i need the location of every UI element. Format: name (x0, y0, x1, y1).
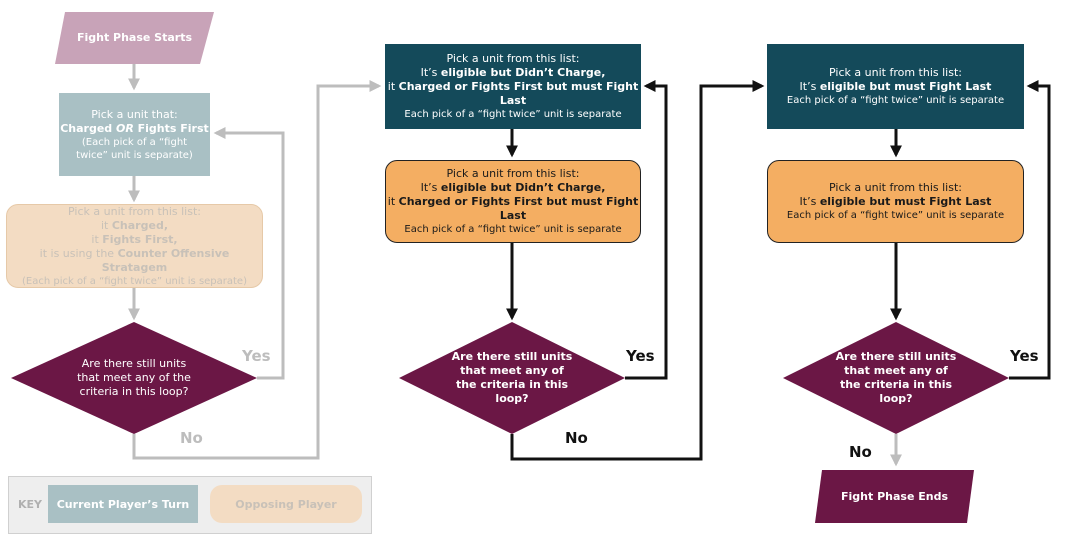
dec2-line2: that meet any of (460, 364, 564, 377)
decision-1: Are there still units that meet any of t… (40, 344, 228, 412)
opposing-player-pick-3: Pick a unit from this list: It’s eligibl… (767, 160, 1024, 243)
pick1-line4: twice” unit is separate) (76, 149, 193, 161)
opp2-line1: Pick a unit from this list: (446, 167, 580, 180)
key-title: KEY (18, 498, 43, 511)
opp2-line3: it Charged or Fights First but must Figh… (387, 195, 639, 222)
pick2-line2: It’s eligible but Didn’t Charge, (420, 66, 606, 79)
decision-3-shape (783, 322, 1009, 434)
opp3-line3: Each pick of a “fight twice” unit is sep… (786, 210, 1005, 221)
current-player-pick-3: Pick a unit from this list: It’s eligibl… (767, 44, 1024, 129)
opp3-line1: Pick a unit from this list: (829, 181, 962, 194)
decision-1-shape (11, 322, 257, 434)
dec1-line1: Are there still units (81, 357, 187, 370)
yes-label-3: Yes (1010, 347, 1039, 365)
start-shape (55, 12, 214, 64)
pick2-line1: Pick a unit from this list: (446, 52, 580, 65)
opp2-line2: It’s eligible but Didn’t Charge, (420, 181, 606, 194)
opp1-line4: it is using the Counter Offensive Strata… (39, 246, 230, 274)
dec3-line3: the criteria in this (839, 378, 953, 391)
end-shape (815, 470, 974, 523)
key-current-player: Current Player’s Turn (48, 485, 198, 523)
opp3-line2: It’s eligible but must Fight Last (799, 195, 992, 208)
opp1-line1: Pick a unit from this list: (68, 204, 201, 218)
decision-2-shape (399, 322, 625, 434)
opp1-line5: (Each pick of a “fight twice” unit is se… (21, 275, 247, 287)
dec2-line3: the criteria in this (455, 378, 569, 391)
fight-phase-starts: Fight Phase Starts (55, 12, 214, 64)
pick3-line2: It’s eligible but must Fight Last (799, 80, 992, 93)
current-player-pick-1: Pick a unit that: Charged OR Fights Firs… (59, 93, 210, 176)
pick2-line4: Each pick of a “fight twice” unit is sep… (404, 109, 622, 120)
opp2-line4: Each pick of a “fight twice” unit is sep… (404, 224, 622, 235)
edge-dec1-no (132, 80, 382, 460)
key-opposing-player: Opposing Player (210, 485, 362, 523)
edge-dec2-no (510, 80, 765, 461)
edge-dec2-yes-loop (625, 80, 668, 380)
decision-3: Are there still units that meet any of t… (824, 344, 968, 412)
edge-dec1-yes-loop (213, 127, 285, 380)
dec3-line1: Are there still units (835, 350, 957, 363)
dec2-line4: loop? (495, 392, 529, 405)
decision-2: Are there still units that meet any of t… (440, 344, 584, 412)
dec1-line3: criteria in this loop? (79, 385, 189, 398)
pick3-line1: Pick a unit from this list: (829, 66, 962, 79)
pick3-line3: Each pick of a “fight twice” unit is sep… (786, 95, 1005, 106)
opposing-player-pick-1: Pick a unit from this list: it Charged, … (6, 204, 263, 288)
dec1-line2: that meet any of the (77, 371, 191, 384)
opposing-player-pick-2: Pick a unit from this list: It’s eligibl… (385, 160, 641, 243)
start-text: Fight Phase Starts (76, 31, 193, 44)
yes-label-1: Yes (242, 347, 271, 365)
no-label-2: No (565, 429, 588, 447)
no-label-3: No (849, 443, 872, 461)
end-text: Fight Phase Ends (841, 489, 948, 503)
dec3-line2: that meet any of (844, 364, 948, 377)
opp1-line2: it Charged, (100, 218, 168, 232)
pick1-line3: (Each pick of a “fight (81, 136, 188, 148)
yes-label-2: Yes (626, 347, 655, 365)
pick2-line3: it Charged or Fights First but must Figh… (387, 80, 639, 107)
fight-phase-ends: Fight Phase Ends (815, 470, 974, 523)
opp1-line3: it Fights First, (91, 232, 178, 246)
current-player-pick-2: Pick a unit from this list: It’s eligibl… (385, 44, 641, 129)
dec2-line1: Are there still units (451, 350, 573, 363)
dec3-line4: loop? (879, 392, 913, 405)
edge-dec3-yes-loop (1009, 80, 1051, 380)
pick1-line2: Charged OR Fights First (60, 121, 209, 135)
pick1-line1: Pick a unit that: (91, 107, 178, 121)
no-label-1: No (180, 429, 203, 447)
